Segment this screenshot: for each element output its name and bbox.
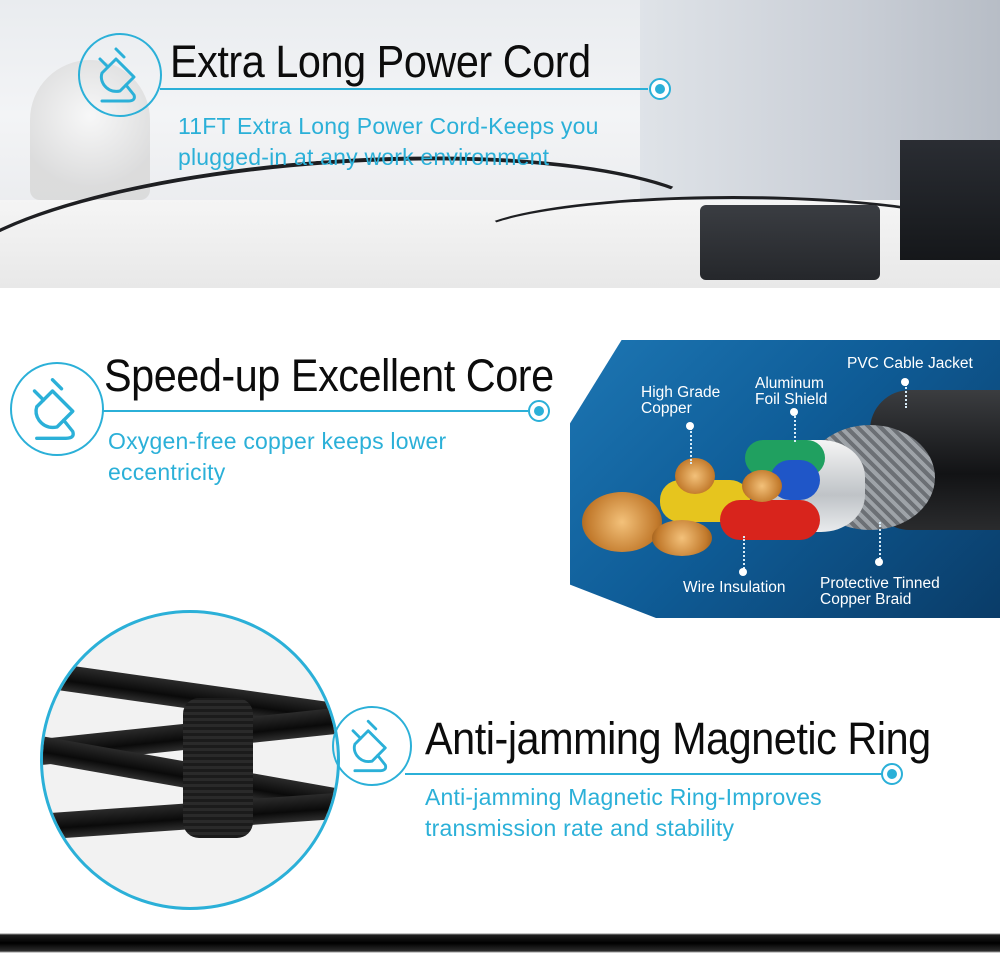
leader-line (794, 412, 796, 442)
section-title-speed-up-excellent-core: Speed-up Excellent Core (104, 350, 554, 401)
leader-line (879, 522, 881, 562)
power-cord-photo (0, 0, 1000, 288)
divider-end-dot (528, 400, 550, 422)
label-high-grade-copper: High Grade Copper (641, 384, 721, 417)
label-pvc-cable-jacket: PVC Cable Jacket (847, 355, 973, 372)
cord-line (470, 196, 996, 282)
section-title-extra-long-power-cord: Extra Long Power Cord (170, 36, 591, 87)
laptop-edge (900, 140, 1000, 260)
velcro-strap (183, 698, 253, 838)
section-description: 11FT Extra Long Power Cord-Keeps you plu… (178, 113, 599, 170)
section-description: Anti-jamming Magnetic Ring-Improves tran… (425, 784, 822, 841)
leader-dot (901, 378, 909, 386)
divider-line (405, 773, 882, 775)
leader-dot (875, 558, 883, 566)
copper-strand (582, 492, 662, 552)
leader-line (690, 428, 692, 464)
leader-line (905, 384, 907, 408)
leader-line (743, 536, 745, 572)
leader-dot (686, 422, 694, 430)
copper-strand (675, 458, 715, 494)
section-description: Oxygen-free copper keeps lower eccentric… (108, 428, 447, 485)
copper-strand (742, 470, 782, 502)
bottom-cable-strip (0, 925, 1000, 955)
label-wire-insulation: Wire Insulation (683, 579, 786, 596)
label-aluminum-foil-shield: Aluminum Foil Shield (755, 375, 828, 408)
power-adapter-brick (700, 205, 880, 280)
plug-icon (32, 378, 75, 440)
leader-dot (790, 408, 798, 416)
divider-line (102, 410, 528, 412)
divider-end-dot (881, 763, 903, 785)
cable-cross-section-diagram: PVC Cable Jacket High Grade Copper Alumi… (570, 340, 1000, 618)
plug-icon (98, 47, 136, 103)
divider-end-dot (649, 78, 671, 100)
plug-icon-ring (332, 706, 412, 786)
plug-icon-ring (10, 362, 104, 456)
red-wire (720, 500, 820, 540)
copper-strand (652, 520, 712, 556)
divider-line (160, 88, 648, 90)
plug-icon (351, 719, 388, 773)
label-protective-tinned-copper-braid: Protective Tinned Copper Braid (820, 575, 940, 608)
magnetic-ring-photo (40, 610, 340, 910)
section-title-anti-jamming-magnetic-ring: Anti-jamming Magnetic Ring (425, 713, 931, 764)
leader-dot (739, 568, 747, 576)
plug-icon-ring (78, 33, 162, 117)
